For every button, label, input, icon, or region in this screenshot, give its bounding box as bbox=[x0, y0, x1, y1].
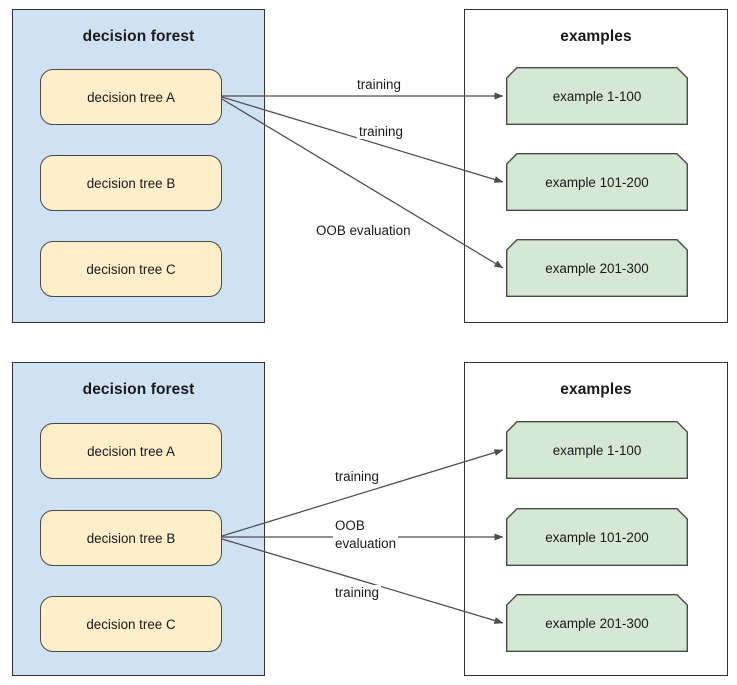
tree-box-a-bottom[interactable]: decision tree A bbox=[40, 423, 222, 479]
tree-box-c-bottom[interactable]: decision tree C bbox=[40, 596, 222, 652]
example-box-shape bbox=[506, 594, 688, 652]
example-box-3-bottom[interactable]: example 201-300 bbox=[506, 594, 688, 652]
edge-label-oob-top-3: OOB evaluation bbox=[314, 223, 413, 238]
tree-box-a-top[interactable]: decision tree A bbox=[40, 69, 222, 125]
edge-label-oob-bottom-2-line2: evaluation bbox=[333, 536, 399, 551]
example-box-shape bbox=[506, 67, 688, 125]
edge-label-training-top-1: training bbox=[355, 77, 403, 92]
forest-panel-title-top: decision forest bbox=[82, 28, 195, 45]
edge-label-oob-bottom-2-line1: OOB bbox=[333, 518, 367, 533]
examples-panel-title-bottom: examples bbox=[560, 381, 632, 398]
examples-panel-title-top: examples bbox=[560, 28, 632, 45]
tree-box-label: decision tree C bbox=[86, 261, 176, 277]
example-box-shape bbox=[506, 153, 688, 211]
tree-box-c-top[interactable]: decision tree C bbox=[40, 241, 222, 297]
example-box-1-bottom[interactable]: example 1-100 bbox=[506, 421, 688, 479]
tree-box-label: decision tree A bbox=[87, 89, 175, 105]
example-box-2-bottom[interactable]: example 101-200 bbox=[506, 508, 688, 566]
example-box-shape bbox=[506, 421, 688, 479]
example-box-shape bbox=[506, 239, 688, 297]
tree-box-b-bottom[interactable]: decision tree B bbox=[40, 510, 222, 566]
edge-label-training-bottom-1: training bbox=[333, 469, 381, 484]
example-box-1-top[interactable]: example 1-100 bbox=[506, 67, 688, 125]
tree-box-label: decision tree A bbox=[87, 443, 175, 459]
tree-box-label: decision tree B bbox=[86, 530, 176, 546]
tree-box-b-top[interactable]: decision tree B bbox=[40, 155, 222, 211]
edge-label-training-bottom-3: training bbox=[333, 585, 381, 600]
example-box-shape bbox=[506, 508, 688, 566]
forest-panel-title-bottom: decision forest bbox=[82, 381, 195, 398]
example-box-3-top[interactable]: example 201-300 bbox=[506, 239, 688, 297]
tree-box-label: decision tree B bbox=[86, 175, 176, 191]
example-box-2-top[interactable]: example 101-200 bbox=[506, 153, 688, 211]
tree-box-label: decision tree C bbox=[86, 616, 176, 632]
edge-label-training-top-2: training bbox=[357, 124, 405, 139]
